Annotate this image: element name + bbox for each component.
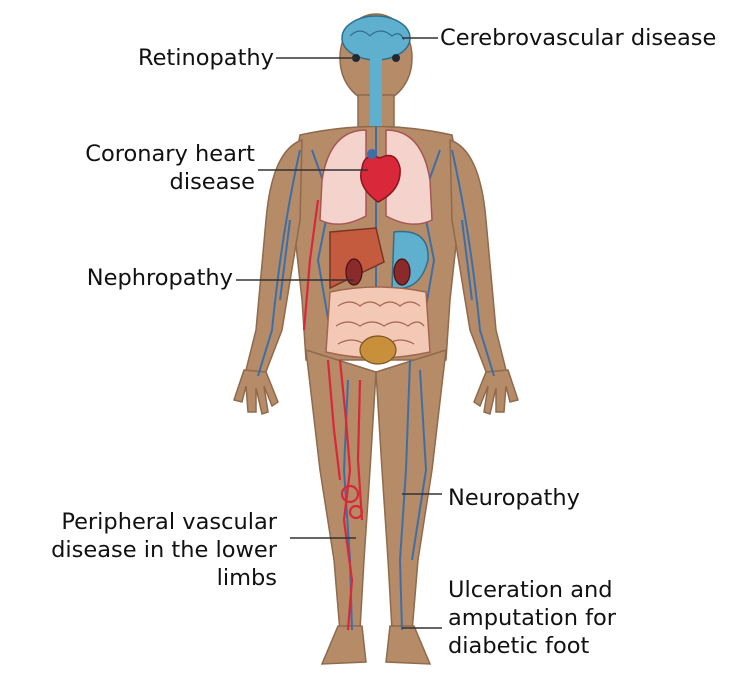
- label-coronary-heart-disease: Coronary heart disease: [85, 140, 255, 196]
- ulceration-text-line-2: amputation for: [448, 604, 616, 632]
- neuropathy-text: Neuropathy: [448, 485, 580, 511]
- peripheral-text-line-1: Peripheral vascular: [51, 508, 277, 536]
- coronary-text-line-1: Coronary heart: [85, 140, 255, 168]
- bladder: [360, 336, 396, 364]
- label-neuropathy: Neuropathy: [448, 484, 580, 512]
- label-ulceration-amputation: Ulceration and amputation for diabetic f…: [448, 576, 616, 660]
- label-cerebrovascular-disease: Cerebrovascular disease: [440, 24, 716, 52]
- ulceration-text-line-1: Ulceration and: [448, 576, 616, 604]
- label-nephropathy: Nephropathy: [87, 264, 233, 292]
- peripheral-text-line-2: disease in the lower: [51, 536, 277, 564]
- retinopathy-text: Retinopathy: [138, 45, 274, 71]
- label-retinopathy: Retinopathy: [138, 44, 274, 72]
- cerebrovascular-text: Cerebrovascular disease: [440, 25, 716, 51]
- coronary-text-line-2: disease: [85, 168, 255, 196]
- ulceration-text-line-3: diabetic foot: [448, 632, 616, 660]
- nephropathy-text: Nephropathy: [87, 265, 233, 291]
- label-peripheral-vascular-disease: Peripheral vascular disease in the lower…: [51, 508, 277, 592]
- peripheral-text-line-3: limbs: [51, 564, 277, 592]
